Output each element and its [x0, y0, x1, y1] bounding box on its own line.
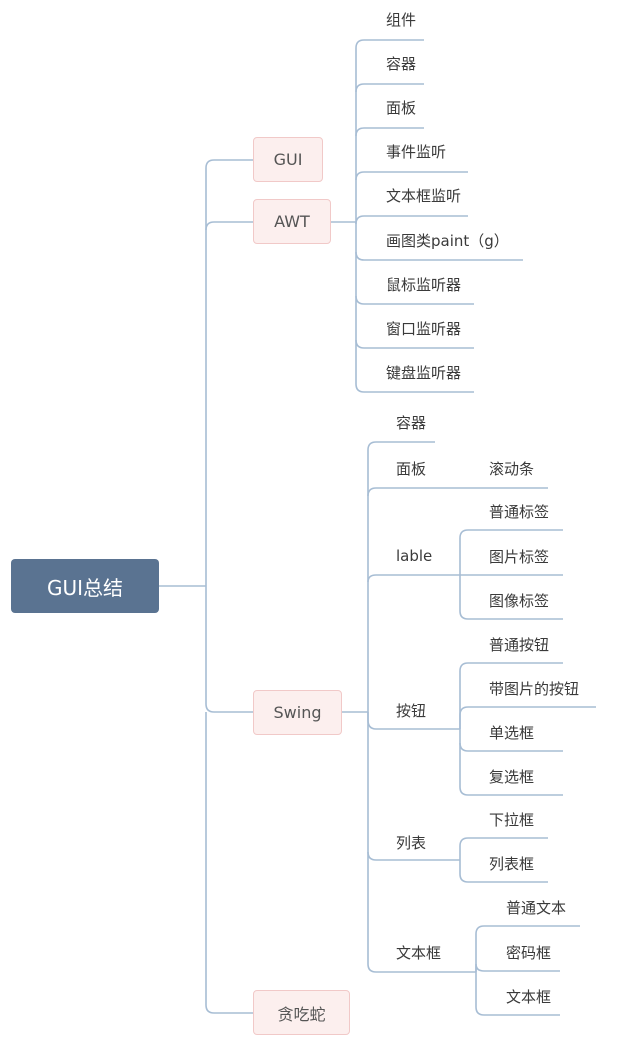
textbox-child[interactable]: 密码框	[506, 944, 552, 962]
lable-child[interactable]: 图片标签	[489, 548, 550, 566]
awt-item[interactable]: 面板	[386, 99, 417, 117]
swing-list[interactable]: 列表	[396, 834, 427, 852]
awt-item[interactable]: 事件监听	[386, 143, 447, 161]
textbox-child[interactable]: 文本框	[506, 988, 552, 1006]
textbox-child[interactable]: 普通文本	[506, 899, 567, 917]
awt-item[interactable]: 组件	[386, 11, 417, 29]
panel-child[interactable]: 滚动条	[489, 460, 535, 478]
swing-textbox[interactable]: 文本框	[396, 944, 442, 962]
node-swing[interactable]: Swing	[253, 690, 342, 735]
swing-container[interactable]: 容器	[396, 414, 427, 432]
button-child[interactable]: 单选框	[489, 724, 535, 742]
awt-item[interactable]: 键盘监听器	[386, 364, 462, 382]
awt-item[interactable]: 画图类paint（g）	[386, 232, 509, 250]
awt-item[interactable]: 文本框监听	[386, 187, 462, 205]
list-child[interactable]: 下拉框	[489, 811, 535, 829]
swing-button[interactable]: 按钮	[396, 702, 427, 720]
swing-lable[interactable]: lable	[396, 547, 433, 565]
awt-item[interactable]: 容器	[386, 55, 417, 73]
root-node[interactable]: GUI总结	[11, 559, 159, 613]
button-child[interactable]: 复选框	[489, 768, 535, 786]
awt-item[interactable]: 窗口监听器	[386, 320, 462, 338]
list-child[interactable]: 列表框	[489, 855, 535, 873]
lable-child[interactable]: 普通标签	[489, 503, 550, 521]
swing-panel[interactable]: 面板	[396, 460, 427, 478]
node-awt[interactable]: AWT	[253, 199, 331, 244]
button-child[interactable]: 普通按钮	[489, 636, 550, 654]
lable-child[interactable]: 图像标签	[489, 592, 550, 610]
node-snake[interactable]: 贪吃蛇	[253, 990, 350, 1035]
awt-item[interactable]: 鼠标监听器	[386, 276, 462, 294]
node-gui[interactable]: GUI	[253, 137, 323, 182]
button-child[interactable]: 带图片的按钮	[489, 680, 580, 698]
